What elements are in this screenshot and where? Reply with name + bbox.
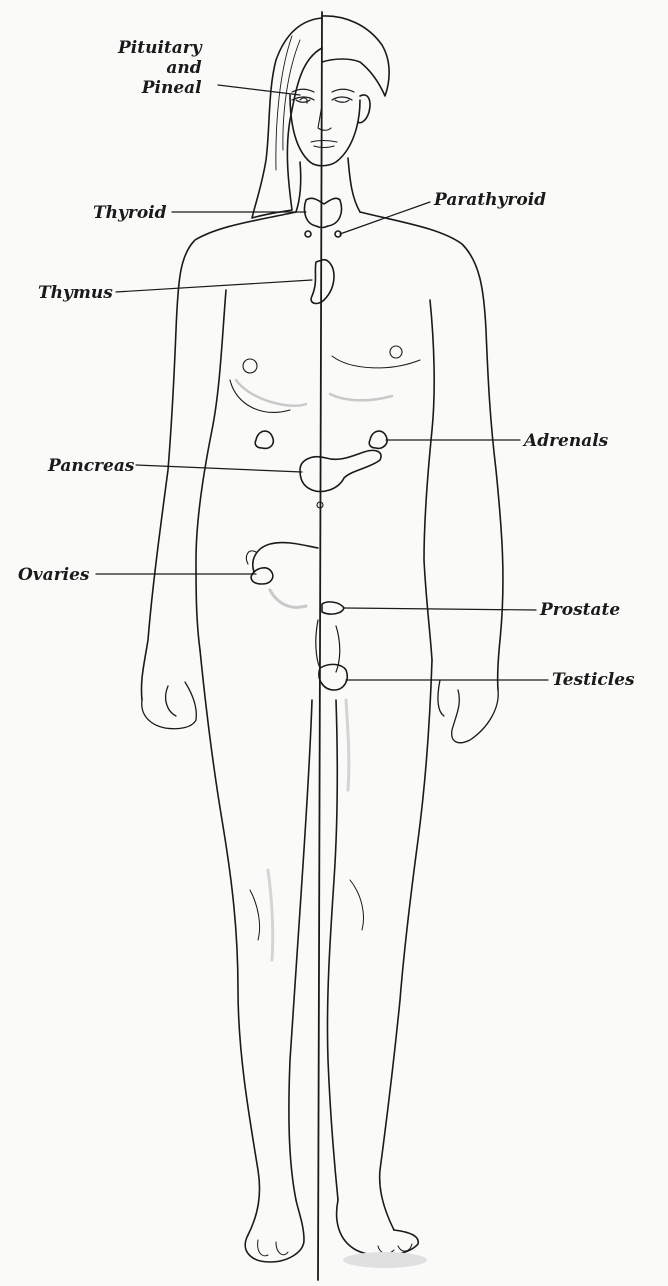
mouth xyxy=(311,141,337,148)
leg-left-inner xyxy=(289,700,312,1200)
label-parathyroid: Parathyroid xyxy=(434,190,546,210)
leader-pituitary xyxy=(218,85,300,95)
pectoral-right xyxy=(332,356,420,368)
nipple-right xyxy=(390,346,402,358)
adrenal-left xyxy=(255,431,273,448)
label-pancreas: Pancreas xyxy=(48,456,134,476)
male-hair xyxy=(322,16,389,96)
leader-prostate xyxy=(344,608,536,610)
label-thyroid: Thyroid xyxy=(93,203,167,223)
label-prostate: Prostate xyxy=(540,600,620,620)
label-pituitary-pineal: Pituitary and Pineal xyxy=(118,38,202,98)
shade-thigh-left xyxy=(270,590,306,607)
knee-right xyxy=(350,880,364,930)
leg-right-outer xyxy=(380,660,432,1230)
hair-outline xyxy=(252,18,322,218)
waist-right xyxy=(424,300,434,660)
foot-right xyxy=(337,1200,419,1256)
brows xyxy=(292,89,354,92)
hand-left xyxy=(142,682,197,729)
shade-abdomen xyxy=(236,380,392,406)
label-pituitary-line2: and xyxy=(118,58,202,78)
ovary xyxy=(251,568,273,584)
leg-right-inner xyxy=(327,700,338,1200)
eye-right xyxy=(332,97,352,102)
label-pituitary-line3: Pineal xyxy=(118,78,202,98)
prostate-gland xyxy=(322,602,344,614)
nose xyxy=(318,105,331,130)
hand-right xyxy=(438,680,498,743)
adrenal-right xyxy=(369,431,387,448)
leader-pancreas xyxy=(136,465,302,472)
label-thymus: Thymus xyxy=(38,283,113,303)
label-adrenals: Adrenals xyxy=(524,431,608,451)
shade-floor xyxy=(343,1252,427,1268)
torso-right-edge xyxy=(360,212,503,690)
toes-left xyxy=(258,1240,288,1256)
label-testicles: Testicles xyxy=(552,670,635,690)
nipple-left xyxy=(243,359,257,373)
shade-shin-left xyxy=(268,870,273,960)
pancreas-gland xyxy=(300,450,381,491)
leader-thymus xyxy=(116,280,312,292)
shade-shin-right xyxy=(346,700,349,790)
thymus-gland xyxy=(311,260,334,304)
parathyroid-gland-a xyxy=(305,231,311,237)
foot-left xyxy=(245,1200,304,1262)
leg-left-outer xyxy=(200,650,260,1235)
leader-parathyroid xyxy=(340,202,430,234)
label-ovaries: Ovaries xyxy=(18,565,90,585)
label-pituitary-line1: Pituitary xyxy=(118,38,202,58)
knee-left xyxy=(250,890,260,940)
testicles xyxy=(319,664,347,690)
waist-left xyxy=(196,290,226,650)
thyroid-gland xyxy=(304,198,341,227)
